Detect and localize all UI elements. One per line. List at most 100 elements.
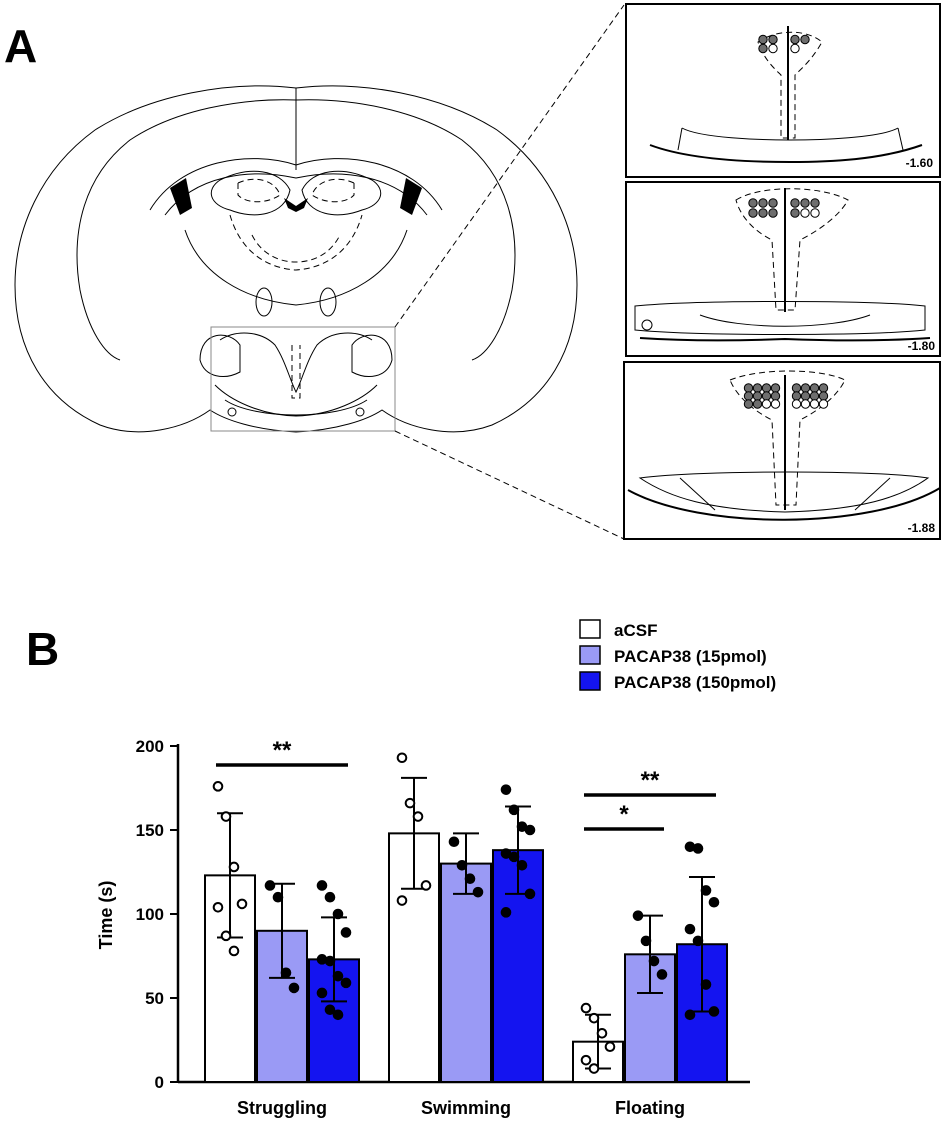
injection-site-filled <box>791 391 802 401</box>
injection-site-filled <box>809 391 820 401</box>
data-point <box>588 1063 600 1074</box>
y-tick-label: 100 <box>136 905 164 924</box>
data-point <box>580 1054 592 1066</box>
section-1-injection-sites <box>758 34 810 54</box>
panel-a-label: A <box>4 20 37 72</box>
significance-label: ** <box>641 767 660 794</box>
data-point <box>264 880 276 891</box>
section-2: -1.80 <box>625 181 941 357</box>
injection-site-open <box>770 399 781 409</box>
y-tick-label: 150 <box>136 821 164 840</box>
injection-site-filled <box>770 383 781 393</box>
data-point <box>272 891 284 903</box>
zoom-box <box>210 326 396 432</box>
data-point <box>404 797 416 809</box>
injection-site-filled <box>761 391 772 401</box>
data-point <box>220 811 232 822</box>
x-category-label: Floating <box>615 1098 685 1118</box>
data-point <box>228 861 240 873</box>
significance-label: ** <box>273 737 292 764</box>
data-point <box>456 859 468 871</box>
bar <box>440 862 492 1083</box>
injection-site-filled <box>818 391 829 401</box>
injection-site-open <box>800 208 810 218</box>
injection-site-filled <box>758 34 768 45</box>
injection-site-open <box>810 208 820 218</box>
callout-line-bottom <box>394 430 625 540</box>
data-point <box>524 824 536 836</box>
data-point <box>700 979 712 990</box>
legend-label-acsf: aCSF <box>614 621 657 640</box>
injection-site-filled <box>810 198 820 208</box>
callout-line-top <box>394 4 625 328</box>
bar <box>492 849 544 1083</box>
data-point <box>316 987 328 999</box>
data-point <box>700 885 712 896</box>
injection-site-filled <box>800 383 811 393</box>
data-point <box>508 851 520 863</box>
injection-site-open <box>768 43 778 54</box>
data-point <box>580 1002 592 1014</box>
injection-site-open <box>800 399 811 409</box>
data-point <box>648 955 660 967</box>
injection-site-filled <box>809 383 820 393</box>
injection-site-filled <box>748 198 758 208</box>
coronal-brain-section <box>14 85 578 433</box>
chart-legend: aCSF PACAP38 (15pmol) PACAP38 (150pmol) <box>579 619 776 692</box>
data-point <box>708 896 720 908</box>
y-axis-label: Time (s) <box>96 881 116 950</box>
data-point <box>324 955 336 967</box>
injection-site-filled <box>743 399 754 409</box>
injection-site-filled <box>752 383 763 393</box>
data-point <box>708 1006 720 1017</box>
injection-site-filled <box>800 34 810 45</box>
y-tick-label: 200 <box>136 737 164 756</box>
data-point <box>692 935 704 947</box>
data-point <box>332 908 344 920</box>
data-point <box>280 967 292 979</box>
data-point <box>684 923 696 935</box>
x-category-label: Swimming <box>421 1098 511 1118</box>
data-point <box>220 930 232 942</box>
injection-site-filled <box>818 383 829 393</box>
data-point <box>588 1012 600 1024</box>
data-point <box>464 873 476 885</box>
data-point <box>236 898 248 910</box>
data-point <box>684 1009 696 1021</box>
legend-swatch-acsf <box>579 619 601 639</box>
panel-b-label: B <box>26 623 59 675</box>
data-point <box>340 927 352 938</box>
data-point <box>324 1004 336 1016</box>
section-1: -1.60 <box>625 3 941 178</box>
data-point <box>640 935 652 947</box>
data-point <box>596 1027 608 1039</box>
section-3-coordinate: -1.88 <box>908 521 936 535</box>
legend-label-pacap-150: PACAP38 (150pmol) <box>614 673 776 692</box>
injection-site-filled <box>768 208 778 218</box>
legend-label-pacap-15: PACAP38 (15pmol) <box>614 647 767 666</box>
section-1-coordinate: -1.60 <box>906 156 934 170</box>
data-point <box>632 910 644 921</box>
significance-label: * <box>619 801 629 828</box>
injection-site-filled <box>768 34 778 45</box>
legend-swatch-pacap-15 <box>579 645 601 665</box>
y-tick-label: 0 <box>155 1073 164 1092</box>
injection-site-filled <box>800 198 810 208</box>
injection-site-filled <box>758 43 768 54</box>
data-point <box>332 970 344 982</box>
data-point <box>288 982 300 994</box>
data-point <box>500 907 512 918</box>
section-2-injection-sites <box>748 198 820 218</box>
injection-site-filled <box>758 208 768 218</box>
injection-site-filled <box>743 383 754 393</box>
data-point <box>604 1041 616 1053</box>
data-point <box>228 945 240 957</box>
y-tick-label: 50 <box>145 989 164 1008</box>
injection-site-open <box>809 399 820 409</box>
data-point <box>212 901 224 913</box>
data-point <box>656 969 668 980</box>
injection-site-filled <box>752 391 763 401</box>
x-category-label: Struggling <box>237 1098 327 1118</box>
